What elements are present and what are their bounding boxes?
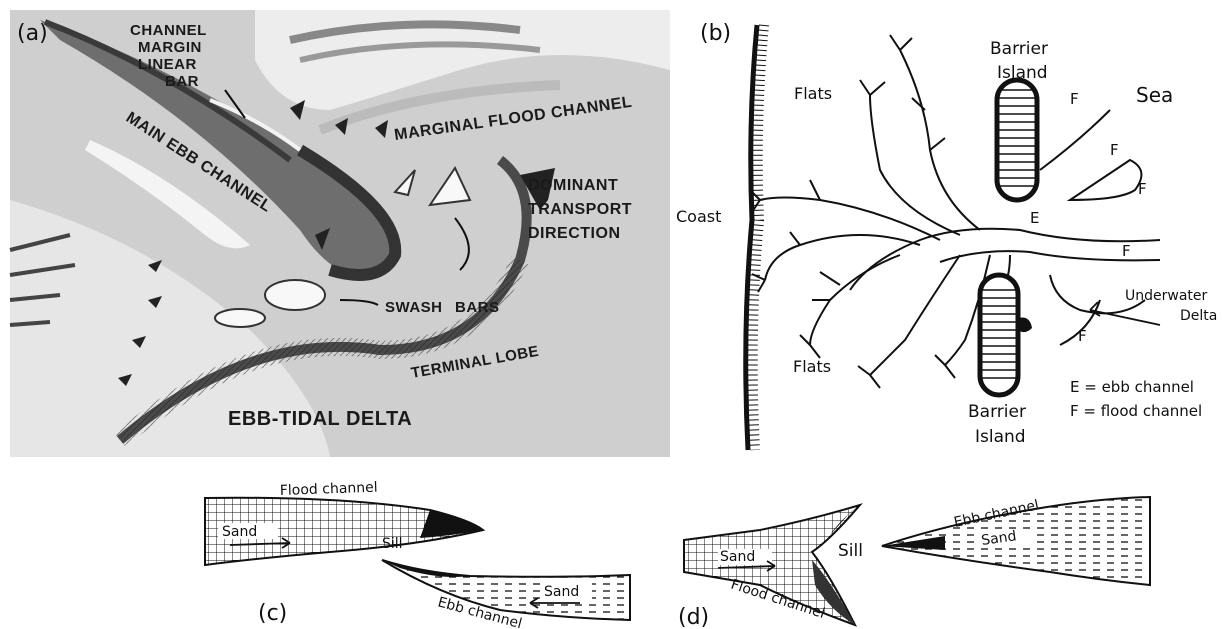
- label-sand-d1: Sand: [720, 549, 755, 565]
- panel-a-label: (a): [17, 21, 48, 46]
- small-islet: [1018, 317, 1032, 332]
- label-sand-c1: Sand: [222, 524, 257, 540]
- swash-bar-2: [215, 309, 265, 327]
- label-underwater-2: Delta: [1180, 308, 1217, 324]
- label-flood-f-5: F: [1078, 327, 1087, 345]
- label-channel-margin-4: BAR: [165, 73, 199, 90]
- barrier-island-bottom: [980, 275, 1018, 395]
- label-channel-margin-1: CHANNEL: [130, 22, 207, 39]
- label-ebb-e: E: [1030, 209, 1039, 227]
- label-flood-f-3: F: [1138, 180, 1147, 198]
- legend-ebb: E = ebb channel: [1070, 378, 1194, 396]
- panel-c: (c) Flood channel Sand Sill Sand Ebb cha…: [205, 480, 630, 629]
- legend-flood: F = flood channel: [1070, 402, 1202, 420]
- label-flood-f-1: F: [1070, 90, 1079, 108]
- label-flood-f-2: F: [1110, 141, 1119, 159]
- label-barrier-bottom-2: Island: [975, 427, 1026, 447]
- label-sill-d: Sill: [838, 541, 863, 561]
- label-swash: SWASH: [385, 299, 443, 316]
- label-dominant-1: DOMINANT: [528, 177, 618, 194]
- label-underwater-1: Underwater: [1125, 288, 1208, 304]
- label-barrier-top-1: Barrier: [990, 39, 1048, 59]
- label-sill-c: Sill: [382, 536, 403, 552]
- label-dominant-2: TRANSPORT: [528, 201, 632, 218]
- label-bars: BARS: [455, 299, 500, 316]
- label-flood-f-4: F: [1122, 242, 1131, 260]
- panel-d-label: (d): [678, 605, 709, 629]
- coastline: [746, 25, 757, 450]
- panel-b-label: (b): [700, 21, 731, 46]
- label-sand-c2: Sand: [544, 584, 579, 600]
- label-flood-channel-c: Flood channel: [280, 480, 378, 499]
- label-barrier-top-2: Island: [997, 63, 1048, 83]
- panel-a: (a) CHANNEL MARGIN LINEAR BAR MARGINAL F…: [10, 10, 670, 457]
- label-coast: Coast: [676, 207, 721, 226]
- panel-c-label: (c): [258, 601, 287, 626]
- panel-d: (d) Sand Sill Flood channel Ebb channel …: [678, 497, 1150, 629]
- label-channel-margin-2: MARGIN: [138, 39, 202, 56]
- label-ebb-tidal-delta: EBB-TIDAL DELTA: [228, 408, 412, 430]
- label-flats-bottom: Flats: [793, 357, 831, 376]
- swash-bar-1: [265, 280, 325, 310]
- label-flats-top: Flats: [794, 84, 832, 103]
- label-channel-margin-3: LINEAR: [138, 56, 197, 73]
- panel-b: (b): [676, 21, 1217, 450]
- label-dominant-3: DIRECTION: [528, 225, 621, 242]
- label-barrier-bottom-1: Barrier: [968, 402, 1026, 422]
- label-sea: Sea: [1136, 83, 1173, 107]
- ebb-channel-wedge-c: [382, 560, 630, 620]
